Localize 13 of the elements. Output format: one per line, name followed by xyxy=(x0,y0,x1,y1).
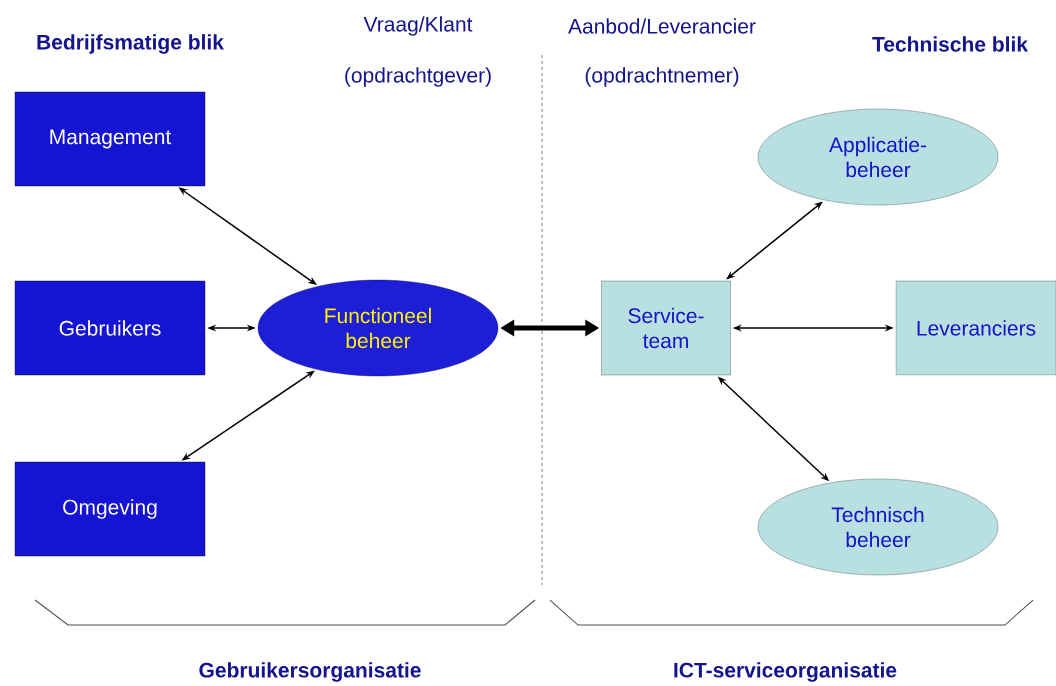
heading: Technische blik xyxy=(872,36,1029,52)
column-label: (opdrachtnemer) xyxy=(585,67,739,87)
heading: Gebruikersorganisatie xyxy=(199,662,421,682)
process-box: Gebruikers xyxy=(14,280,206,376)
heading: Bedrijfsmatige blik xyxy=(37,34,224,54)
column-label: (opdrachtgever) xyxy=(345,67,491,87)
process-box: Service- team xyxy=(601,280,731,376)
process-box: Leveranciers xyxy=(895,280,1056,376)
column-label: Aanbod/Leverancier xyxy=(568,18,756,34)
column-label: Vraag/Klant xyxy=(363,16,473,36)
heading: ICT-serviceorganisatie xyxy=(674,662,897,682)
process-box: Management xyxy=(14,91,206,187)
process-box: Omgeving xyxy=(14,461,206,557)
